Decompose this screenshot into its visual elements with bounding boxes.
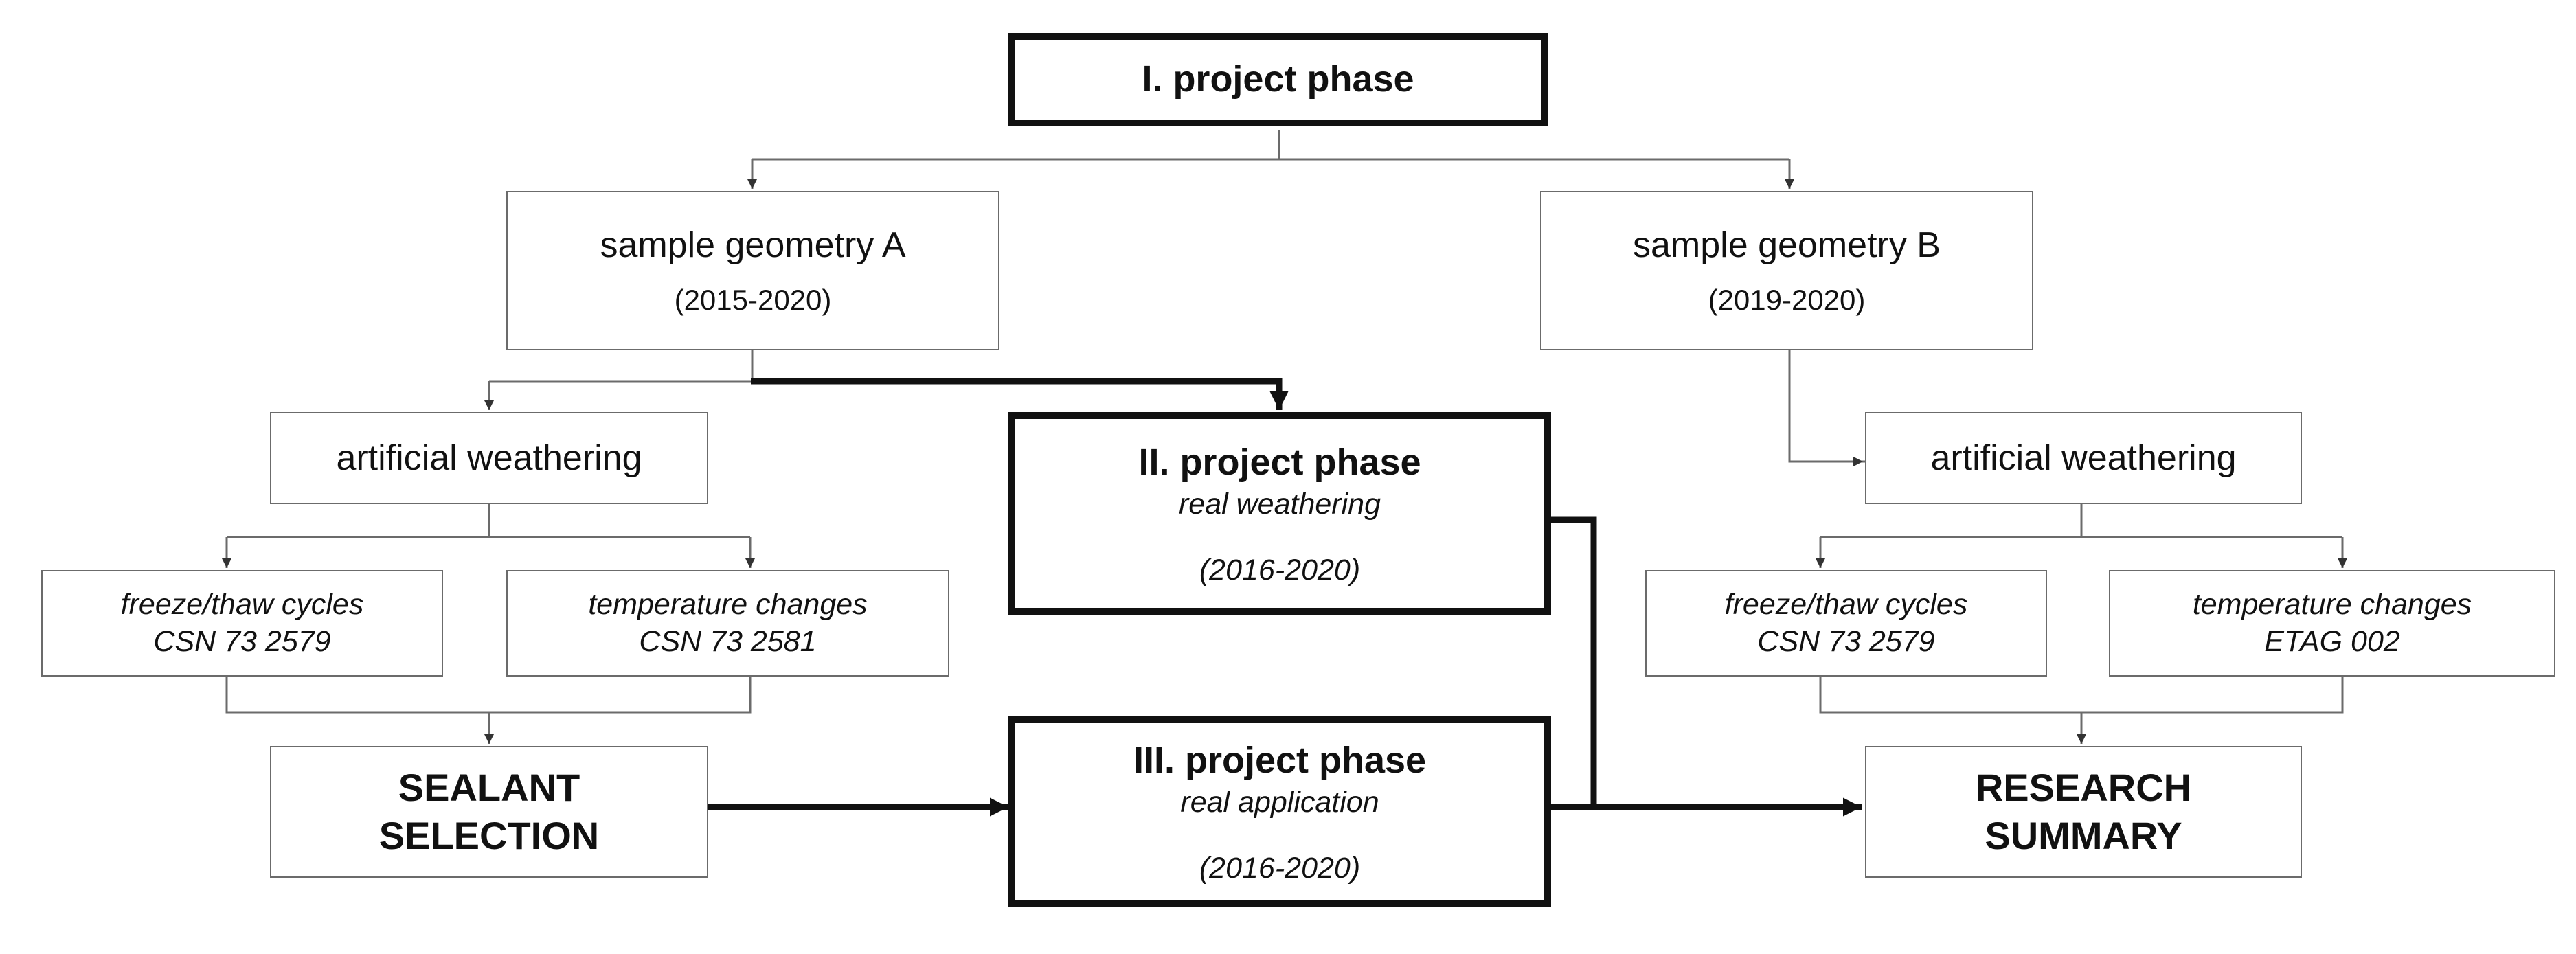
freeze-thaw-a-box: freeze/thaw cycles CSN 73 2579 <box>41 570 443 677</box>
geometry-a-title: sample geometry A <box>600 225 906 266</box>
phase2-box: II. project phase real weathering (2016-… <box>1008 412 1551 615</box>
temperature-changes-b-box: temperature changes ETAG 002 <box>2109 570 2555 677</box>
phase3-box: III. project phase real application (201… <box>1008 716 1551 907</box>
connector-weatheringA-split <box>227 504 750 538</box>
connector-phase2-to-summary <box>1551 516 1597 807</box>
freeze-thaw-a-line2: CSN 73 2579 <box>153 624 331 658</box>
geometry-b-years: (2019-2020) <box>1708 284 1866 317</box>
geometry-b-title: sample geometry B <box>1633 225 1941 266</box>
freeze-thaw-b-line2: CSN 73 2579 <box>1757 624 1935 658</box>
connector-phase1-split <box>752 130 1789 161</box>
artificial-weathering-a-title: artificial weathering <box>336 438 642 478</box>
sealant-selection-line1: SEALANT <box>398 766 580 809</box>
research-summary-box: RESEARCH SUMMARY <box>1865 746 2302 878</box>
connector-testsB-merge <box>1819 677 2344 714</box>
phase3-title: III. project phase <box>1133 740 1427 782</box>
phase2-title: II. project phase <box>1138 442 1421 484</box>
sealant-selection-box: SEALANT SELECTION <box>270 746 708 878</box>
connector-geomB-down <box>1788 350 1865 463</box>
phase3-years: (2016-2020) <box>1199 851 1361 885</box>
temperature-changes-b-line1: temperature changes <box>2192 587 2472 621</box>
connector-weatheringB-split <box>1820 504 2342 538</box>
connector-geomA-down <box>489 350 754 383</box>
geometry-b-box: sample geometry B (2019-2020) <box>1540 191 2033 350</box>
research-summary-line1: RESEARCH <box>1975 766 2192 809</box>
freeze-thaw-b-box: freeze/thaw cycles CSN 73 2579 <box>1645 570 2047 677</box>
temperature-changes-a-box: temperature changes CSN 73 2581 <box>506 570 949 677</box>
phase1-title: I. project phase <box>1142 58 1414 100</box>
artificial-weathering-b-box: artificial weathering <box>1865 412 2302 504</box>
temperature-changes-b-line2: ETAG 002 <box>2264 624 2400 658</box>
phase2-years: (2016-2020) <box>1199 553 1361 587</box>
geometry-a-years: (2015-2020) <box>674 284 832 317</box>
connector-testsA-merge <box>225 677 752 714</box>
temperature-changes-a-line2: CSN 73 2581 <box>639 624 817 658</box>
arrow-geomA-to-phase2 <box>751 378 1289 410</box>
geometry-a-box: sample geometry A (2015-2020) <box>506 191 999 350</box>
freeze-thaw-a-line1: freeze/thaw cycles <box>120 587 364 621</box>
phase1-box: I. project phase <box>1008 33 1548 126</box>
freeze-thaw-b-line1: freeze/thaw cycles <box>1724 587 1968 621</box>
sealant-selection-line2: SELECTION <box>379 814 600 857</box>
phase3-subtitle: real application <box>1180 785 1379 819</box>
research-summary-line2: SUMMARY <box>1985 814 2182 857</box>
artificial-weathering-a-box: artificial weathering <box>270 412 708 504</box>
phase2-subtitle: real weathering <box>1178 487 1381 521</box>
temperature-changes-a-line1: temperature changes <box>588 587 868 621</box>
artificial-weathering-b-title: artificial weathering <box>1930 438 2237 478</box>
